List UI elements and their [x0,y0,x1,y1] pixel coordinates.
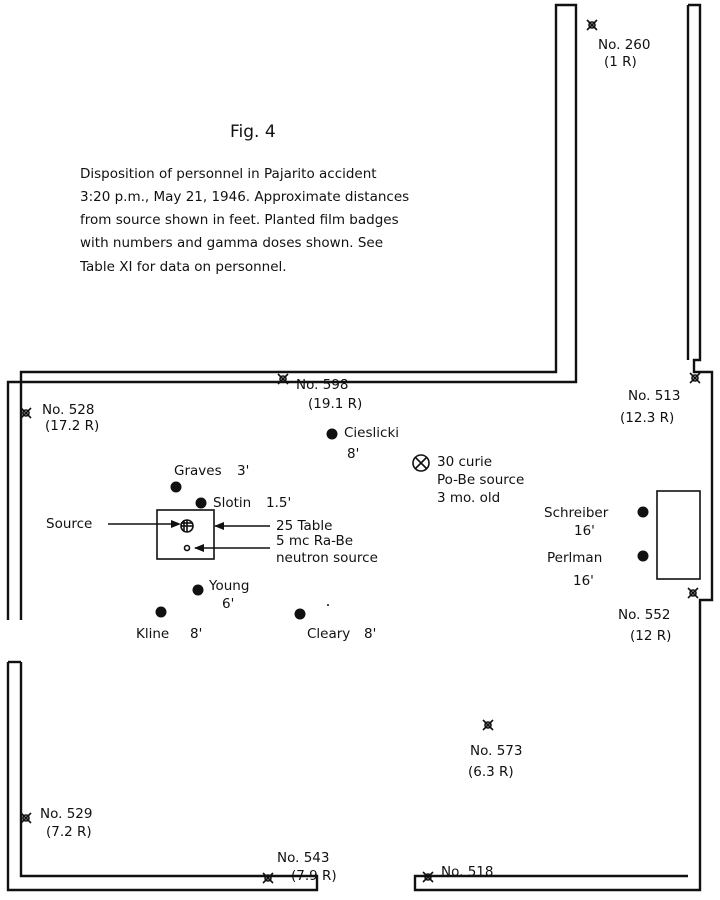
person-marker [326,428,338,440]
person-name: Cieslicki [344,425,399,441]
upper-wall [6,3,578,620]
caption-line-5: Table XI for data on personnel. [79,259,287,275]
pobe-label-2: Po-Be source [437,472,524,488]
caption-line-3: from source shown in feet. Planted film … [80,212,399,228]
person-distance: 6' [222,596,234,612]
right-corridor-wall [413,3,714,892]
person-distance: 1.5' [266,495,291,511]
person-marker [637,506,649,518]
badge-number: No. 518 [441,864,493,880]
person-name: Young [208,578,249,594]
badge-number: No. 260 [598,37,650,53]
caption-line-4: with numbers and gamma doses shown. See [80,235,383,251]
person-distance: 8' [364,626,376,642]
rabe-label-2: neutron source [276,550,378,566]
badge-dose: (7.2 R) [46,824,92,840]
film-badge-marker [262,872,274,884]
person-marker [195,497,207,509]
badge-dose: (1 R) [604,54,637,70]
pobe-label-3: 3 mo. old [437,490,500,506]
badge-number: No. 528 [42,402,94,418]
pobe-source-icon [412,454,430,472]
pobe-label-1: 30 curie [437,454,492,470]
person-name: Slotin [213,495,251,511]
film-badges: No. 260 (1 R) No. 598 (19.1 R) No. 528 (… [20,19,701,884]
badge-number: No. 543 [277,850,329,866]
badge-dose: (12 R) [630,628,671,644]
badge-number: No. 552 [618,607,670,623]
badge-number: No. 513 [628,388,680,404]
person-distance: 8' [190,626,202,642]
badge-dose: (12.3 R) [620,410,674,426]
person-marker [155,606,167,618]
person-marker [294,608,306,620]
film-badge-marker [687,587,699,599]
table-25 [156,509,215,560]
personnel: Graves 3' Slotin 1.5' Young 6' Kline 8' … [136,425,649,642]
source-label: Source [46,516,92,532]
badge-number: No. 573 [470,743,522,759]
rabe-arrow-head [194,544,204,552]
person-distance: 16' [573,573,594,589]
table-arrow-head [214,522,224,530]
film-badge-marker [422,871,434,883]
person-distance: 8' [347,446,359,462]
person-name: Schreiber [544,505,609,521]
rabe-label-1: 5 mc Ra-Be [276,533,353,549]
person-name: Graves [174,463,222,479]
film-badge-marker [586,19,598,31]
person-distance: 16' [574,523,595,539]
film-badge-marker [689,372,701,384]
table-label: 25 Table [276,518,332,534]
figure-caption: Disposition of personnel in Pajarito acc… [79,166,409,275]
badge-dose: (7.9 R) [291,868,337,884]
person-name: Perlman [547,550,602,566]
badge-number: No. 529 [40,806,92,822]
person-name: Kline [136,626,169,642]
lower-left-wall [6,662,319,892]
rabe-source-icon [183,544,191,552]
person-distance: 3' [237,463,249,479]
film-badge-marker [277,373,289,385]
person-marker [637,550,649,562]
source-arrow-head [171,520,181,528]
building-walls [6,3,714,892]
person-name: Cleary [307,626,350,642]
caption-line-1: Disposition of personnel in Pajarito acc… [80,166,377,182]
badge-dose: (6.3 R) [468,764,514,780]
badge-dose: (17.2 R) [45,418,99,434]
film-badge-marker [20,812,32,824]
film-badge-marker [482,719,494,731]
cabinet [656,490,701,580]
caption-line-2: 3:20 p.m., May 21, 1946. Approximate dis… [80,189,409,205]
figure-title: Fig. 4 [230,122,276,142]
person-marker [170,481,182,493]
stray-mark [327,604,329,606]
source-icon [180,519,194,533]
person-marker [192,584,204,596]
badge-dose: (19.1 R) [308,396,362,412]
film-badge-marker [20,407,32,419]
badge-number: No. 598 [296,377,348,393]
table-and-sources: Source 25 Table 5 mc Ra-Be neutron sourc… [46,454,524,606]
